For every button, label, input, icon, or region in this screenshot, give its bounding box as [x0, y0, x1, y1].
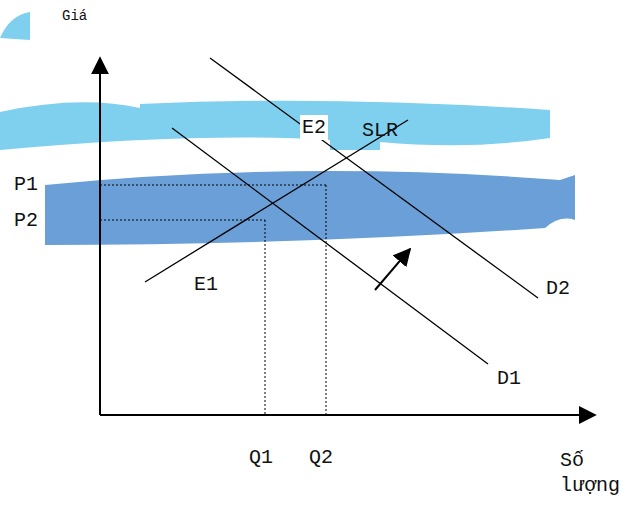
curve-label: D1 [497, 366, 521, 391]
demand-curve [172, 128, 488, 364]
shift-arrow [375, 249, 410, 290]
axis-title: Số lượng [560, 448, 632, 498]
point-label: E2 [300, 115, 328, 140]
point-label: E1 [194, 272, 218, 297]
guide-line [265, 220, 266, 415]
axis-title: Giá [62, 8, 87, 26]
guide-line [326, 185, 327, 415]
demand-curve [210, 58, 538, 298]
price-axis [99, 58, 101, 415]
curve-label: SLR [362, 118, 398, 143]
quantity-label: Q1 [249, 445, 273, 470]
price-label: P2 [12, 208, 40, 233]
supply-curve [145, 120, 408, 282]
curve-label: D2 [546, 276, 570, 301]
decor-band [45, 171, 575, 245]
decor-mark [0, 12, 30, 40]
decor-band [0, 101, 550, 150]
guide-line [100, 220, 265, 221]
price-label: P1 [12, 172, 40, 197]
quantity-axis [100, 414, 595, 416]
guide-line [100, 185, 326, 186]
quantity-label: Q2 [309, 445, 333, 470]
